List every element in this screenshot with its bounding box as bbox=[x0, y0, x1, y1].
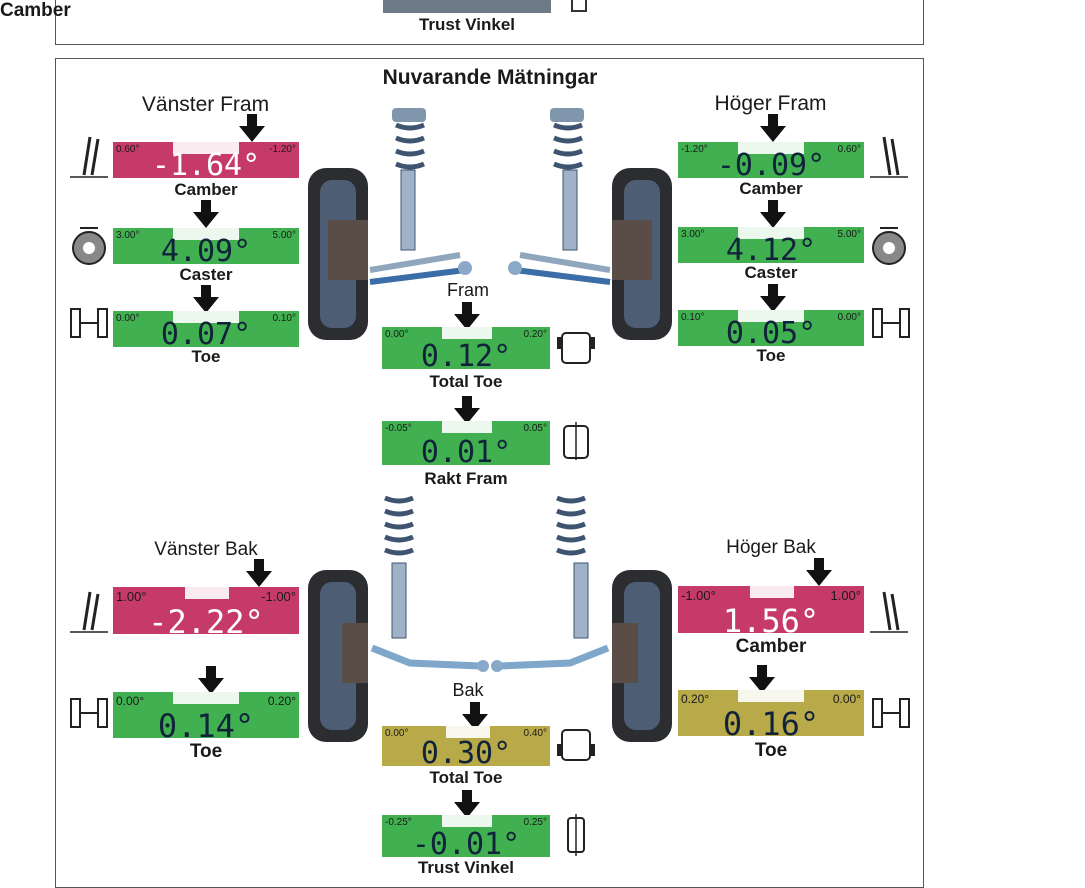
rear-right-camber-arrow bbox=[806, 558, 832, 586]
front-left-caster-value: 4.09° bbox=[160, 234, 252, 265]
front-left-toe-gauge: 0.00° 0.10° 0.07° bbox=[113, 311, 299, 347]
rakt-fram-label: Rakt Fram bbox=[424, 469, 508, 488]
rear-right-camber-label: Camber bbox=[735, 636, 807, 657]
page-title: Nuvarande Mätningar bbox=[382, 66, 598, 89]
caster-wheel-icon bbox=[72, 227, 106, 265]
rear-right-toe-value: 0.16° bbox=[722, 705, 820, 736]
rear-right-title: Höger Bak bbox=[726, 537, 816, 558]
rear-left-camber-arrow bbox=[246, 559, 272, 587]
front-center-title: Fram bbox=[447, 280, 489, 300]
front-left-camber-value: -1.64° bbox=[151, 148, 261, 179]
thrust-angle-icon bbox=[571, 0, 587, 12]
front-right-toe-value: 0.05° bbox=[725, 316, 817, 347]
toe-wheels-icon bbox=[70, 308, 108, 338]
trust-vinkel-arrow bbox=[454, 790, 480, 818]
rear-left-toe-gauge: 0.00° 0.20° 0.14° bbox=[113, 692, 299, 738]
front-left-toe-value: 0.07° bbox=[160, 317, 252, 348]
rear-suspension-diagram bbox=[308, 495, 672, 742]
front-right-camber-gauge: -1.20° 0.60° -0.09° bbox=[678, 142, 864, 178]
rear-center-title: Bak bbox=[452, 680, 484, 700]
rear-left-toe-label: Toe bbox=[189, 741, 223, 762]
camber-wheel-icon bbox=[870, 591, 908, 633]
front-suspension-diagram bbox=[308, 108, 672, 340]
front-right-camber-value: -0.09° bbox=[716, 148, 826, 179]
trust-vinkel-label: Trust Vinkel bbox=[418, 15, 516, 34]
thrust-angle-icon bbox=[567, 814, 585, 856]
front-left-caster-arrow bbox=[193, 200, 219, 228]
trust-vinkel-gauge: -0.25° 0.25° -0.01° bbox=[382, 815, 550, 857]
rear-total-toe-label: Total Toe bbox=[429, 768, 503, 787]
front-total-toe-gauge: 0.00° 0.20° 0.12° bbox=[382, 327, 550, 369]
rear-right-camber-value: 1.56° bbox=[722, 602, 820, 633]
dotted-gauge-strip bbox=[383, 0, 551, 13]
front-right-toe-label: Toe bbox=[756, 346, 786, 365]
rear-right-toe-arrow bbox=[749, 665, 775, 693]
previous-measurements-panel: Trust Vinkel bbox=[55, 0, 924, 45]
front-right-caster-gauge: 3.00° 5.00° 4.12° bbox=[678, 227, 864, 263]
rear-left-camber-value: -2.22° bbox=[148, 603, 264, 634]
straight-ahead-icon bbox=[563, 422, 589, 460]
rear-left-toe-arrow bbox=[198, 666, 224, 694]
front-right-toe-gauge: 0.10° 0.00° 0.05° bbox=[678, 310, 864, 346]
front-right-camber-label: Camber bbox=[739, 179, 803, 198]
caster-wheel-icon bbox=[872, 227, 906, 265]
front-left-toe-label: Toe bbox=[191, 347, 221, 366]
toe-wheels-icon bbox=[70, 698, 108, 728]
rear-left-toe-value: 0.14° bbox=[157, 707, 255, 738]
front-total-toe-value: 0.12° bbox=[420, 339, 512, 370]
rear-right-toe-gauge: 0.20° 0.00° 0.16° bbox=[678, 690, 864, 736]
rear-total-toe-value: 0.30° bbox=[420, 736, 512, 767]
camber-wheel-icon bbox=[70, 591, 108, 633]
front-right-title: Höger Fram bbox=[714, 92, 827, 115]
rear-total-toe-gauge: 0.00° 0.40° 0.30° bbox=[382, 726, 550, 766]
front-right-caster-arrow bbox=[760, 200, 786, 228]
trust-vinkel-value: -0.01° bbox=[411, 827, 521, 858]
front-right-caster-label: Caster bbox=[744, 263, 798, 282]
rakt-fram-arrow bbox=[454, 396, 480, 424]
total-toe-car-icon bbox=[557, 332, 595, 364]
toe-wheels-icon bbox=[872, 308, 910, 338]
trust-vinkel-label: Trust Vinkel bbox=[417, 858, 515, 877]
front-left-caster-label: Caster bbox=[179, 265, 233, 284]
front-total-toe-label: Total Toe bbox=[429, 372, 503, 391]
rakt-fram-gauge: -0.05° 0.05° 0.01° bbox=[382, 421, 550, 465]
front-left-caster-gauge: 3.00° 5.00° 4.09° bbox=[113, 228, 299, 264]
rear-right-camber-gauge: -1.00° 1.00° 1.56° bbox=[678, 586, 864, 633]
front-right-toe-arrow bbox=[760, 284, 786, 312]
front-left-camber-label: Camber bbox=[174, 180, 238, 199]
rakt-fram-value: 0.01° bbox=[420, 435, 512, 466]
camber-wheel-icon bbox=[870, 136, 908, 178]
rear-left-camber-label: Camber bbox=[0, 0, 71, 21]
front-left-camber-arrow bbox=[239, 114, 265, 142]
rear-left-title: Vänster Bak bbox=[154, 539, 258, 560]
front-left-camber-gauge: 0.60° -1.20° -1.64° bbox=[113, 142, 299, 178]
toe-wheels-icon bbox=[872, 698, 910, 728]
rear-right-toe-label: Toe bbox=[754, 740, 788, 761]
front-left-title: Vänster Fram bbox=[141, 93, 270, 116]
front-right-camber-arrow bbox=[760, 114, 786, 142]
total-toe-car-icon bbox=[557, 729, 595, 761]
front-left-toe-arrow bbox=[193, 285, 219, 313]
camber-wheel-icon bbox=[70, 136, 108, 178]
rear-left-camber-gauge: 1.00° -1.00° -2.22° bbox=[113, 587, 299, 634]
front-total-toe-arrow bbox=[454, 302, 480, 330]
front-right-caster-value: 4.12° bbox=[725, 233, 817, 264]
